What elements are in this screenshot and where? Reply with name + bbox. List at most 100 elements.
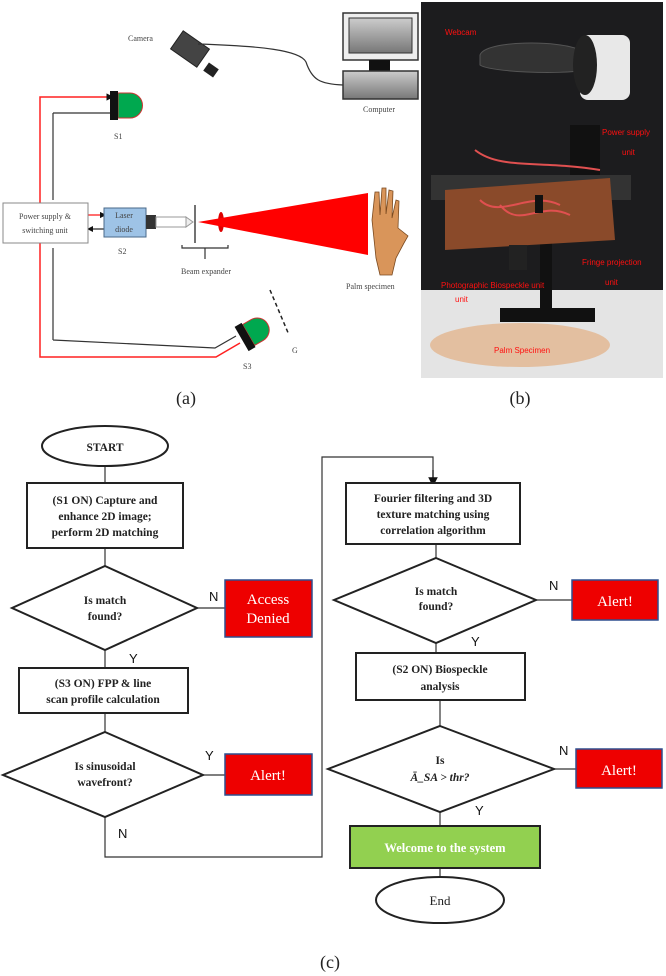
laser-beam (198, 193, 368, 255)
g-label: G (292, 346, 298, 355)
computer-label: Computer (363, 105, 395, 114)
wire-black-s1 (52, 112, 110, 200)
s3-light-icon (234, 317, 270, 352)
panel-b-photo: Webcam Power supply unit Fringe projecti… (421, 2, 663, 409)
access-denied-box: Access Denied (224, 579, 313, 638)
palm-specimen-label: Palm specimen (346, 282, 395, 291)
grating (269, 289, 290, 336)
camera-label: Camera (128, 34, 153, 43)
step3-line2: texture matching using (377, 509, 490, 521)
computer-icon (342, 12, 419, 100)
dec2-line2: wavefront? (77, 777, 133, 789)
camera-icon (169, 30, 219, 78)
wire-red-s3 (39, 243, 241, 358)
no-label-3: N (549, 578, 558, 593)
fringe-label: Fringe projection (582, 258, 642, 267)
beam-expander-label: Beam expander (181, 267, 231, 276)
step-fourier: Fourier filtering and 3D texture matchin… (345, 482, 521, 545)
no-label-4: N (559, 743, 568, 758)
decision-3d-match: Is match found? (331, 556, 539, 645)
yes-label-2: Y (205, 748, 214, 763)
connectors-right (435, 544, 576, 877)
no-label-1: N (209, 589, 218, 604)
palm-photo (430, 323, 610, 367)
alert-box-2: Alert! (571, 579, 659, 621)
stand-base (500, 308, 595, 322)
denied-line2: Denied (246, 611, 290, 627)
dec1-line1: Is match (84, 595, 127, 607)
end-terminal: End (375, 876, 505, 924)
start-label: START (86, 442, 123, 454)
step4-line2: analysis (421, 681, 461, 693)
fringe-label-2: unit (605, 278, 619, 287)
dec2-line1: Is sinusoidal (74, 761, 135, 773)
denied-line1: Access (247, 592, 290, 608)
step-biospeckle: (S2 ON) Biospeckle analysis (355, 652, 526, 701)
power-supply-photo-label: Power supply (602, 128, 650, 137)
photo-bio-label-2: unit (455, 295, 469, 304)
webcam-label: Webcam (445, 28, 477, 37)
start-terminal: START (41, 425, 169, 467)
ic-chip (535, 195, 543, 213)
laser-label-2: diode (115, 225, 133, 234)
welcome-label: Welcome to the system (384, 841, 506, 855)
welcome-box: Welcome to the system (349, 825, 541, 869)
caption-b: (b) (510, 388, 531, 409)
decision-sinusoidal: Is sinusoidal wavefront? (0, 730, 206, 819)
caption-a: (a) (176, 388, 196, 409)
yes-label-1: Y (129, 651, 138, 666)
decision-threshold: Is Ā_SA > thr? (325, 724, 557, 814)
s1-label: S1 (114, 132, 122, 141)
alert-3-label: Alert! (601, 763, 637, 779)
alert-2-label: Alert! (597, 594, 633, 610)
camera-cable (197, 43, 344, 86)
caption-c: (c) (320, 952, 340, 973)
photo-bio-label: Photographic Biospeckle unit (441, 281, 545, 290)
power-supply-box (2, 202, 89, 244)
dec3-line2: found? (419, 601, 454, 613)
laser-diode-icon (103, 207, 194, 238)
dec4-line2: Ā_SA > thr? (410, 771, 470, 784)
biospeckle-module (509, 245, 527, 270)
step-capture-2d: (S1 ON) Capture and enhance 2D image; pe… (26, 482, 184, 549)
wire-red-s1 (39, 93, 114, 203)
step2-line2: scan profile calculation (46, 694, 160, 706)
alert-1-label: Alert! (250, 768, 286, 784)
connectors-left (104, 456, 434, 858)
power-supply-photo-label-2: unit (622, 148, 636, 157)
s2-label: S2 (118, 247, 126, 256)
beam-expander-icon (181, 205, 229, 259)
step1-line3: perform 2D matching (52, 527, 159, 539)
decision-2d-match: Is match found? (9, 564, 200, 652)
webcam-photo (479, 42, 586, 73)
no-label-2: N (118, 826, 127, 841)
dec3-line1: Is match (415, 586, 458, 598)
laser-label: Laser (115, 211, 133, 220)
power-supply-label: Power supply & (19, 212, 72, 221)
step1-line1: (S1 ON) Capture and (53, 495, 159, 507)
step3-line1: Fourier filtering and 3D (374, 493, 492, 505)
s1-light-icon (110, 91, 143, 120)
palm-photo-label: Palm Specimen (494, 346, 550, 355)
wire-black-s3 (52, 248, 237, 349)
dec4-line1: Is (436, 755, 445, 767)
dec1-line2: found? (88, 611, 123, 623)
step2-line1: (S3 ON) FPP & line (55, 678, 151, 690)
ring-light-front (573, 35, 597, 95)
panel-c-flowchart: START (S1 ON) Capture and enhance 2D ima… (0, 425, 663, 973)
yes-label-4: Y (475, 803, 484, 818)
step1-line2: enhance 2D image; (58, 511, 151, 523)
yes-label-3: Y (471, 634, 480, 649)
step-fpp: (S3 ON) FPP & line scan profile calculat… (18, 667, 189, 714)
step4-line1: (S2 ON) Biospeckle (392, 664, 487, 676)
s3-label: S3 (243, 362, 251, 371)
step3-line3: correlation algorithm (380, 525, 486, 537)
end-label: End (430, 893, 451, 908)
hand-icon (371, 187, 409, 276)
alert-box-3: Alert! (575, 748, 663, 789)
power-supply-label-2: switching unit (22, 226, 68, 235)
panel-a-setup-diagram: Camera Computer S1 Power supply & switch… (2, 12, 419, 409)
red-wires (474, 149, 601, 217)
alert-box-1: Alert! (224, 753, 313, 796)
